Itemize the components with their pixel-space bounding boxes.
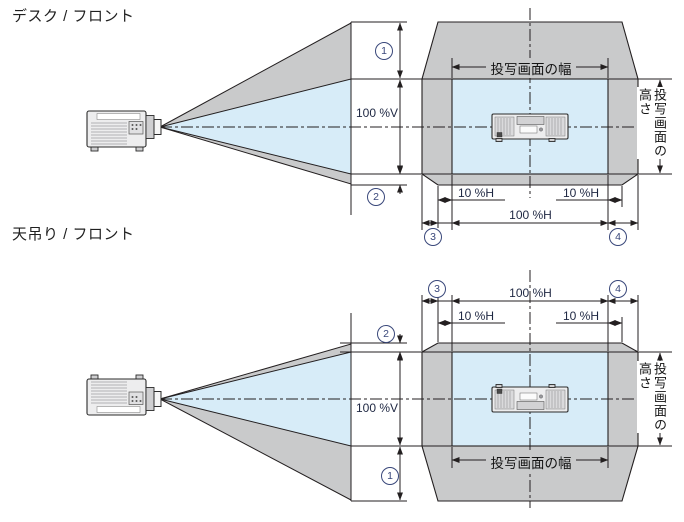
projector-side-ceiling [86, 374, 162, 416]
label-100h: 100 %H [509, 208, 552, 222]
callout-1: 1 [375, 42, 393, 60]
callout-3: 3 [424, 228, 442, 246]
callout-4: 4 [609, 280, 627, 298]
callout-3: 3 [428, 280, 446, 298]
label-10h-left: 10 %H [457, 309, 495, 323]
diagram1-title: デスク / フロント [12, 8, 135, 25]
callout-2: 2 [377, 325, 395, 343]
label-10h-left: 10 %H [457, 186, 495, 200]
label-screen-width: 投写画面の幅 [486, 58, 576, 78]
diagram2-title: 天吊り / フロント [12, 226, 135, 243]
projector-side-desk [86, 110, 162, 152]
callout-1: 1 [381, 467, 399, 485]
label-100v: 100 %V [355, 401, 398, 415]
label-100h: 100 %H [509, 286, 552, 300]
desk-front-diagram [86, 8, 672, 230]
label-screen-width: 投写画面の幅 [486, 452, 576, 472]
label-10h-right: 10 %H [562, 309, 600, 323]
callout-2: 2 [367, 188, 385, 206]
ceiling-front-diagram [86, 270, 672, 508]
label-100v: 100 %V [355, 106, 398, 120]
label-10h-right: 10 %H [562, 186, 600, 200]
projector-top-desk [491, 113, 569, 143]
callout-4: 4 [609, 228, 627, 246]
label-screen-height: 投写画面の 高さ [637, 87, 667, 159]
label-screen-height: 投写画面の 高さ [637, 361, 667, 433]
projector-top-ceiling [491, 383, 569, 413]
dimension-lines [340, 295, 672, 502]
